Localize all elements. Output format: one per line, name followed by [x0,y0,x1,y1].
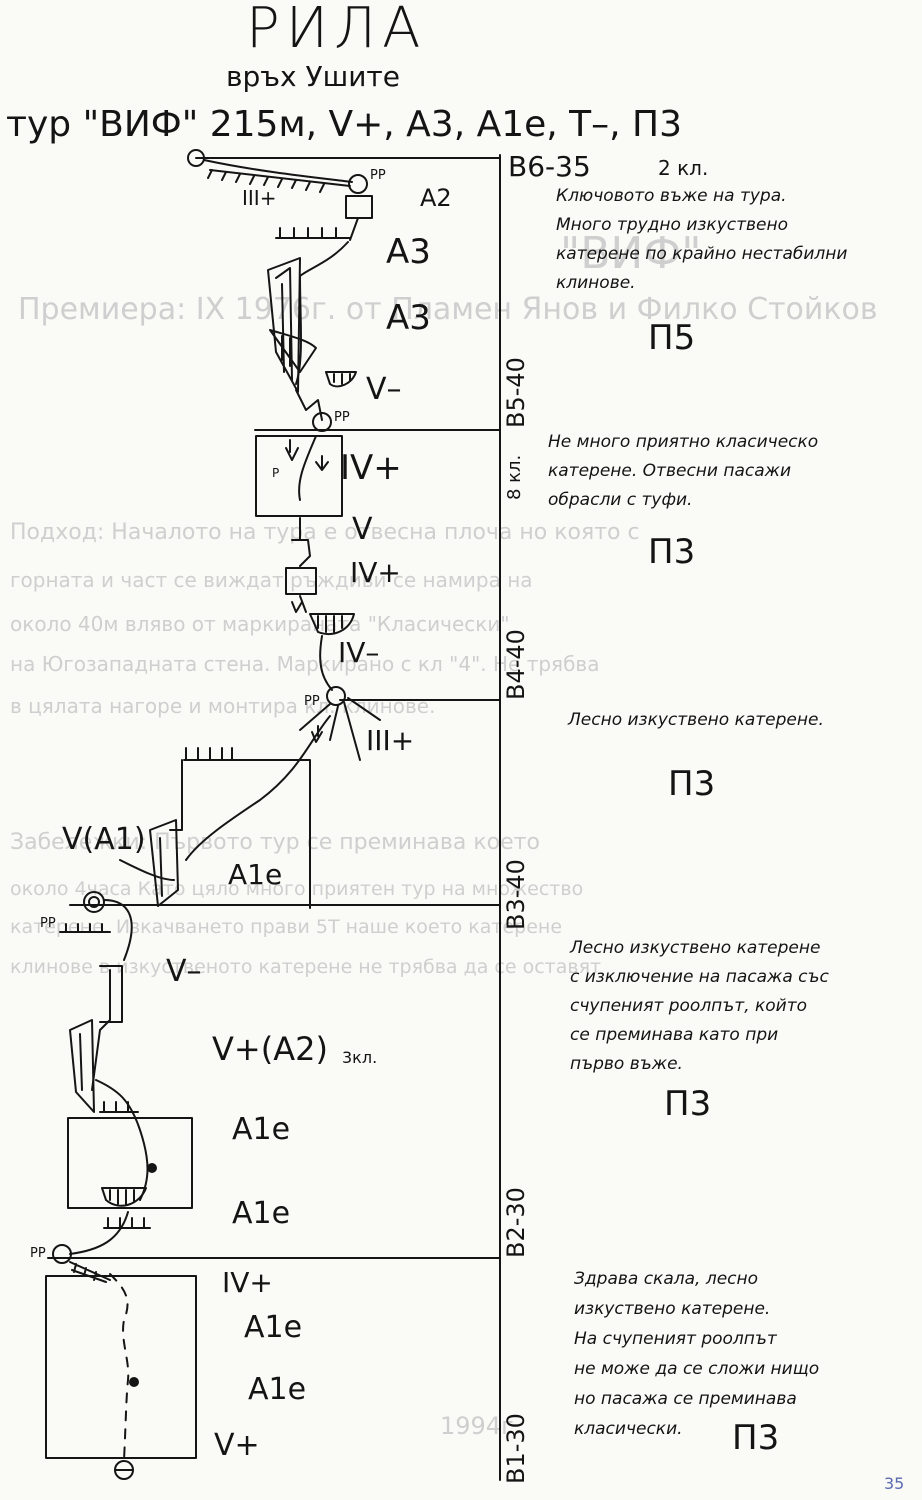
topo-label-iv-plus-2: IV+ [350,556,401,589]
pitch-3-grade: П3 [664,1084,712,1124]
topo-label-v-plus-a2: V+(A2) [212,1030,328,1068]
pitch-5-description: Не много приятно класическо катерене. От… [548,432,819,510]
pitch-1-description: Здрава скала, лесно изкуствено катерене.… [574,1269,820,1439]
belay-ring-pp-5 [312,412,332,432]
belay-label-b6: B6-35 [508,150,591,183]
belay-note-b5: 8 кл. [504,454,525,500]
topo-label-v-plus-bottom: V+ [214,1428,260,1463]
topo-label-a1e-2: A1e [232,1112,291,1147]
topo-label-pp-4: PP [304,694,320,709]
topo-label-a1e-1: A1e [228,858,283,891]
topo-label-v-minus-2: V– [166,954,202,989]
topo-label-a1e-3: A1e [232,1196,291,1231]
topo-label-a3-2: А3 [386,298,431,338]
pitch-4-description: Лесно изкуствено катерене. [568,710,824,730]
topo-label-v-minus-1: V– [366,372,402,407]
topo-label-v-a1: V(A1) [62,822,146,857]
topo-label-iii-plus-top: III+ [242,186,277,210]
belay-note-b6: 2 кл. [658,156,709,180]
belay-label-b5: B5-40 [502,357,530,428]
belay-ring-top-left [187,149,205,167]
belay-label-b4: B4-40 [502,629,530,700]
topo-label-p: P [272,466,280,480]
topo-label-a2: А2 [420,184,452,212]
pitch-3-description: Лесно изкуствено катерене с изключение н… [570,938,829,1074]
topo-label-a1e-4: A1e [244,1310,303,1345]
pitch-1-grade: П3 [732,1418,780,1458]
topo-label-pp-3: PP [40,916,56,931]
topo-label-a1e-5: A1e [248,1372,307,1407]
peak-title: връх Ушите [226,60,400,93]
topo-label-iv-minus: IV– [338,636,380,669]
belay-ring-pp-2 [52,1244,72,1264]
topo-label-iv-plus-3: IV+ [222,1266,273,1299]
page-number: 35 [884,1474,905,1493]
pitch-6-grade: П5 [648,318,696,358]
route-title: тур "ВИФ" 215м, V+, А3, А1е, Т–, П3 [6,104,683,145]
pitch-5-grade: П3 [648,532,696,572]
topo-label-pp-top: PP [370,168,386,183]
pitch-6-description: Ключовото въже на тура. Много трудно изк… [556,186,848,293]
topo-label-pp-2: PP [30,1246,46,1261]
belay-label-b2: B2-30 [502,1187,530,1258]
belay-label-b1: B1-30 [502,1413,530,1484]
topo-label-a3-1: А3 [386,232,431,272]
topo-label-v: V [352,512,373,547]
topo-label-iv-plus-1: IV+ [340,448,402,488]
topo-label-3kl: 3кл. [342,1048,378,1067]
belay-label-b3: B3-40 [502,859,530,930]
topo-label-pp-5: PP [334,410,350,425]
belay-ring-pp-top [348,174,368,194]
topo-label-iii-plus-2: III+ [366,724,415,757]
range-title: РИЛА [246,0,427,61]
pitch-4-grade: П3 [668,764,716,804]
belay-ring-pp-4 [326,686,346,706]
